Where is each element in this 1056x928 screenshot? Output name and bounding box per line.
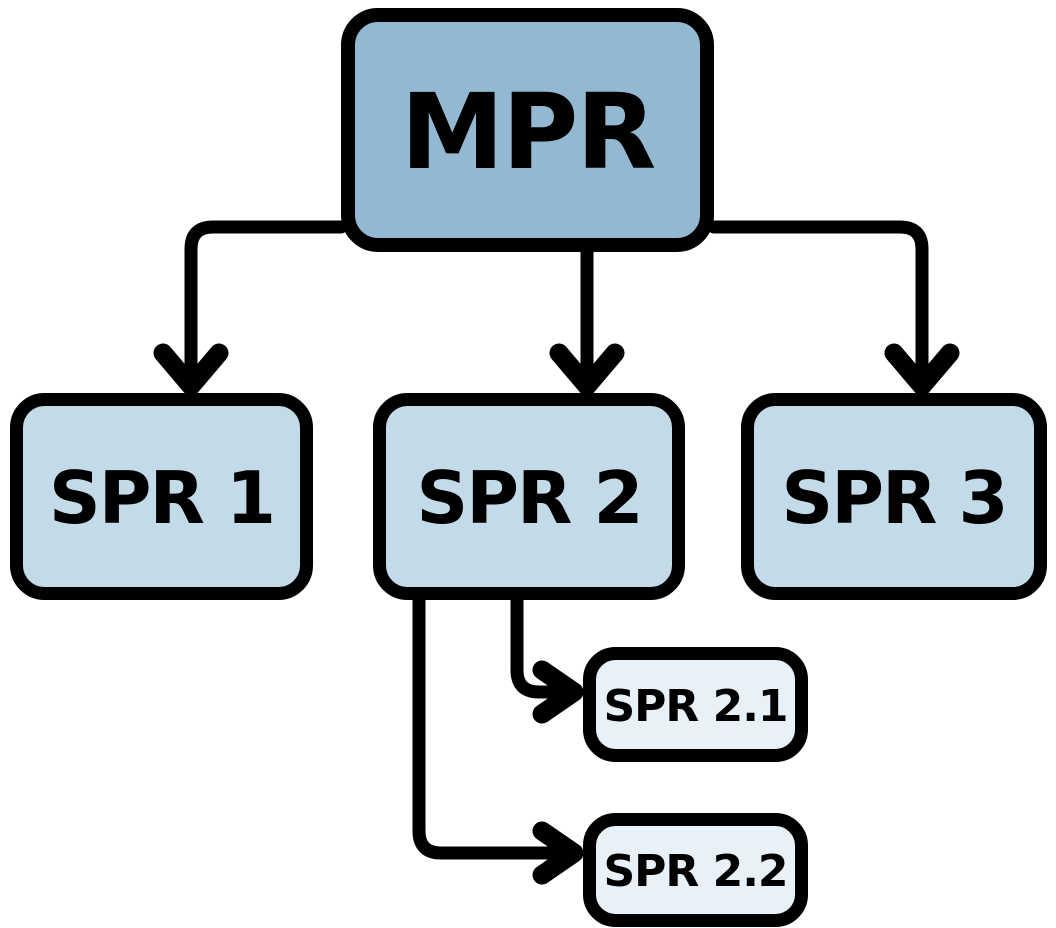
edge-spr2-spr21-line bbox=[510, 590, 559, 699]
node-spr2-box bbox=[373, 393, 685, 600]
edge-spr2-spr22-arrowhead-icon bbox=[532, 821, 584, 885]
edge-mpr-spr3 bbox=[707, 220, 960, 396]
node-spr1: SPR 1 bbox=[10, 393, 313, 600]
edge-spr2-spr22 bbox=[412, 590, 584, 885]
edge-mpr-spr3-arrowhead-icon bbox=[884, 343, 960, 396]
edge-spr2-spr21 bbox=[510, 590, 584, 724]
node-mpr: MPR bbox=[341, 8, 714, 252]
node-spr21-box bbox=[583, 647, 808, 762]
edge-mpr-spr1-line bbox=[184, 220, 348, 387]
node-mpr-label: MPR bbox=[401, 71, 655, 193]
node-spr3: SPR 3 bbox=[741, 393, 1047, 600]
node-spr22-box bbox=[583, 813, 808, 927]
node-spr21-label: SPR 2.1 bbox=[603, 681, 787, 732]
node-spr22: SPR 2.2 bbox=[583, 813, 808, 927]
edge-spr2-spr21-arrowhead-icon bbox=[532, 660, 584, 724]
node-spr3-box bbox=[741, 393, 1047, 600]
node-mpr-box bbox=[341, 8, 714, 252]
node-spr1-label: SPR 1 bbox=[49, 456, 274, 540]
node-spr1-box bbox=[10, 393, 313, 600]
edge-mpr-spr2-arrowhead-icon bbox=[549, 343, 625, 396]
edge-mpr-spr2 bbox=[549, 245, 625, 396]
node-spr3-label: SPR 3 bbox=[781, 456, 1006, 540]
node-spr2-label: SPR 2 bbox=[416, 456, 641, 540]
edge-spr2-spr22-line bbox=[412, 590, 559, 860]
edge-mpr-spr3-line bbox=[707, 220, 929, 387]
edge-mpr-spr1-arrowhead-icon bbox=[153, 343, 229, 396]
edge-mpr-spr1 bbox=[153, 220, 348, 396]
node-spr2: SPR 2 bbox=[373, 393, 685, 600]
node-spr21: SPR 2.1 bbox=[583, 647, 808, 762]
node-spr22-label: SPR 2.2 bbox=[603, 846, 787, 897]
